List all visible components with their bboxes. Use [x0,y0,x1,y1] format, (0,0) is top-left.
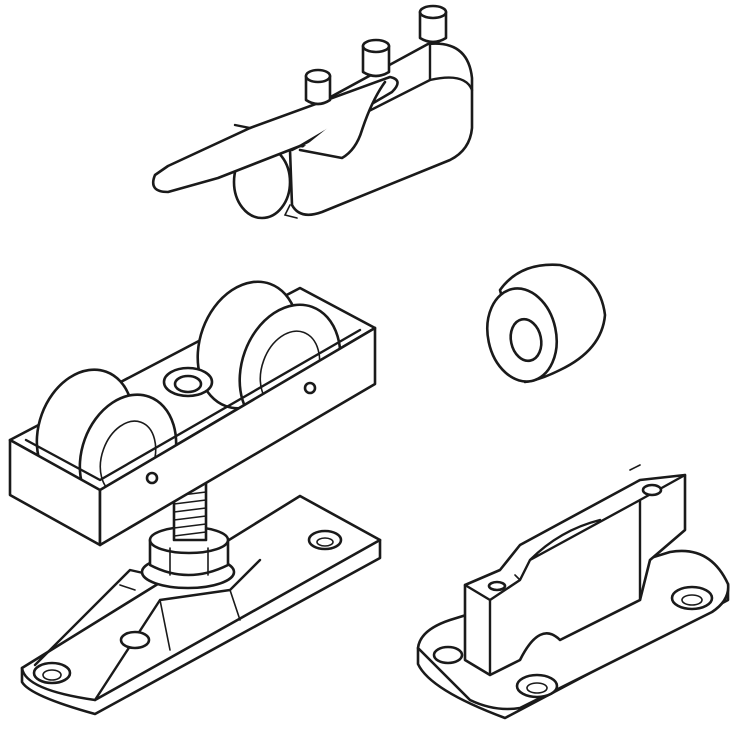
bracket-hole [515,673,559,699]
bracket-upright [463,473,687,677]
clip-pin [418,4,448,44]
clip-pin [361,38,391,78]
axle-hole [303,381,317,395]
stop-hole [509,317,543,363]
clip-body [288,42,474,217]
trolley-box-side [98,326,377,547]
clip-pin [304,68,332,106]
clip-latch-icon [151,4,474,220]
plate-hole [307,529,343,551]
clip-lever [151,75,399,194]
rubber-stop-icon [486,263,607,384]
plate-hole [32,661,72,685]
trolley-base-plate [20,494,382,702]
axle-hole [145,471,159,485]
bracket-hole [670,585,714,611]
roller-trolley-icon [8,280,382,716]
floor-guide-bracket-icon [416,464,730,720]
bracket-hole [432,645,464,665]
plate-hole [119,630,151,650]
